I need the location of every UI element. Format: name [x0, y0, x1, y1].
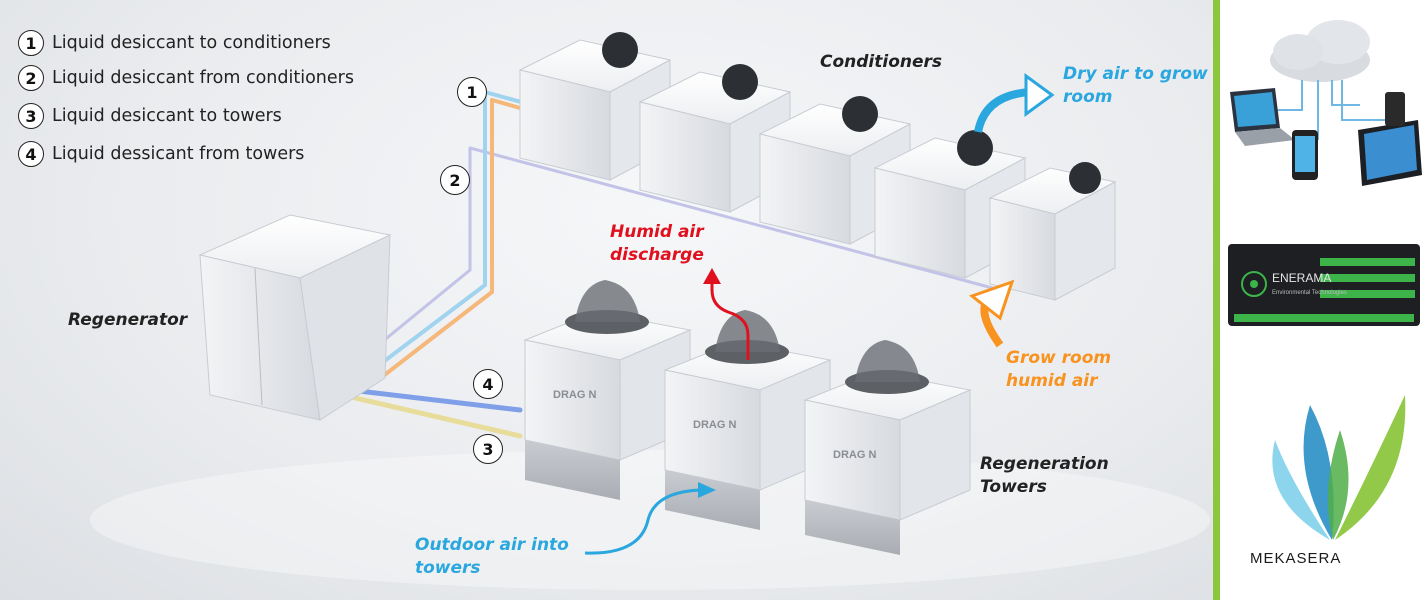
regenerator-label: Regenerator — [68, 310, 188, 330]
mekasera-logo: MEKASERA — [1250, 395, 1406, 567]
legend-number: 4 — [18, 141, 44, 167]
outdoor-air-line-2: towers — [415, 558, 481, 578]
tower-brand-1: DRAG N — [553, 389, 596, 401]
legend-text: Liquid desiccant from conditioners — [52, 68, 354, 88]
legend-item-3: 3 Liquid desiccant to towers — [18, 101, 282, 131]
cloud-devices-illustration — [1230, 20, 1422, 186]
laptop-icon — [1230, 88, 1295, 146]
legend-item-1: 1 Liquid desiccant to conditioners — [18, 28, 331, 58]
regen-towers-label: Regeneration Towers — [980, 453, 1109, 499]
side-panel: ENERAMA Environmental Technologies MEKAS… — [1220, 0, 1425, 600]
regeneration-towers: DRAG N DRAG N DRAG N — [523, 280, 972, 555]
humid-discharge-label: Humid air discharge — [610, 221, 704, 267]
outdoor-air-arrow — [584, 482, 716, 555]
dry-air-label: Dry air to grow room — [1063, 63, 1208, 109]
grow-room-label: Grow room humid air — [1006, 347, 1111, 393]
controller-logo-icon — [1241, 271, 1267, 297]
outdoor-air-line-1: Outdoor air into — [415, 535, 569, 555]
legend-item-4: 4 Liquid dessicant from towers — [18, 139, 304, 169]
network-lines-icon — [1275, 80, 1390, 140]
regen-towers-line-2: Towers — [980, 477, 1047, 497]
terminal-blocks — [1234, 258, 1415, 322]
pipe-marker-2: 2 — [440, 165, 470, 195]
pipe-marker-4: 4 — [473, 369, 503, 399]
grow-room-arrow — [968, 279, 1015, 348]
conditioner-units — [518, 32, 1117, 301]
phone-icon — [1292, 130, 1318, 180]
cloud-icon — [1270, 20, 1370, 82]
dry-air-line-1: Dry air to grow — [1063, 64, 1208, 84]
tower-brand-2: DRAG N — [693, 419, 736, 431]
leaf-logo-icon — [1272, 395, 1406, 540]
router-icon — [1385, 92, 1405, 126]
tablet-icon — [1358, 120, 1422, 186]
regen-towers-line-1: Regeneration — [980, 454, 1109, 474]
legend-number: 2 — [18, 65, 44, 91]
diagram-stage: DRAG N DRAG N DRAG N — [0, 0, 1213, 600]
illustration: DRAG N DRAG N DRAG N — [198, 32, 1117, 555]
legend-item-2: 2 Liquid desiccant from conditioners — [18, 63, 354, 93]
logo-text: MEKASERA — [1250, 550, 1341, 567]
grow-room-line-1: Grow room — [1006, 348, 1112, 368]
pipe-marker-3: 3 — [473, 434, 503, 464]
dry-air-arrow — [974, 73, 1055, 133]
humid-discharge-line-1: Humid air — [610, 222, 704, 242]
conditioners-label: Conditioners — [820, 52, 943, 72]
legend-number: 3 — [18, 103, 44, 129]
dry-air-line-2: room — [1063, 87, 1113, 107]
legend-text: Liquid desiccant to towers — [52, 106, 282, 126]
pipe-marker-1: 1 — [457, 77, 487, 107]
green-divider — [1213, 0, 1220, 600]
controller-brand: ENERAMA — [1272, 271, 1331, 285]
legend-text: Liquid dessicant from towers — [52, 144, 305, 164]
humid-discharge-arrow — [703, 268, 750, 360]
outdoor-air-label: Outdoor air into towers — [415, 534, 569, 580]
grow-room-line-2: humid air — [1006, 371, 1098, 391]
controller-device: ENERAMA Environmental Technologies — [1228, 244, 1420, 326]
regenerator-unit — [198, 214, 392, 421]
tower-brand-3: DRAG N — [833, 449, 876, 461]
legend-text: Liquid desiccant to conditioners — [52, 33, 331, 53]
controller-subtitle: Environmental Technologies — [1272, 290, 1347, 296]
legend-number: 1 — [18, 30, 44, 56]
humid-discharge-line-2: discharge — [610, 245, 704, 265]
